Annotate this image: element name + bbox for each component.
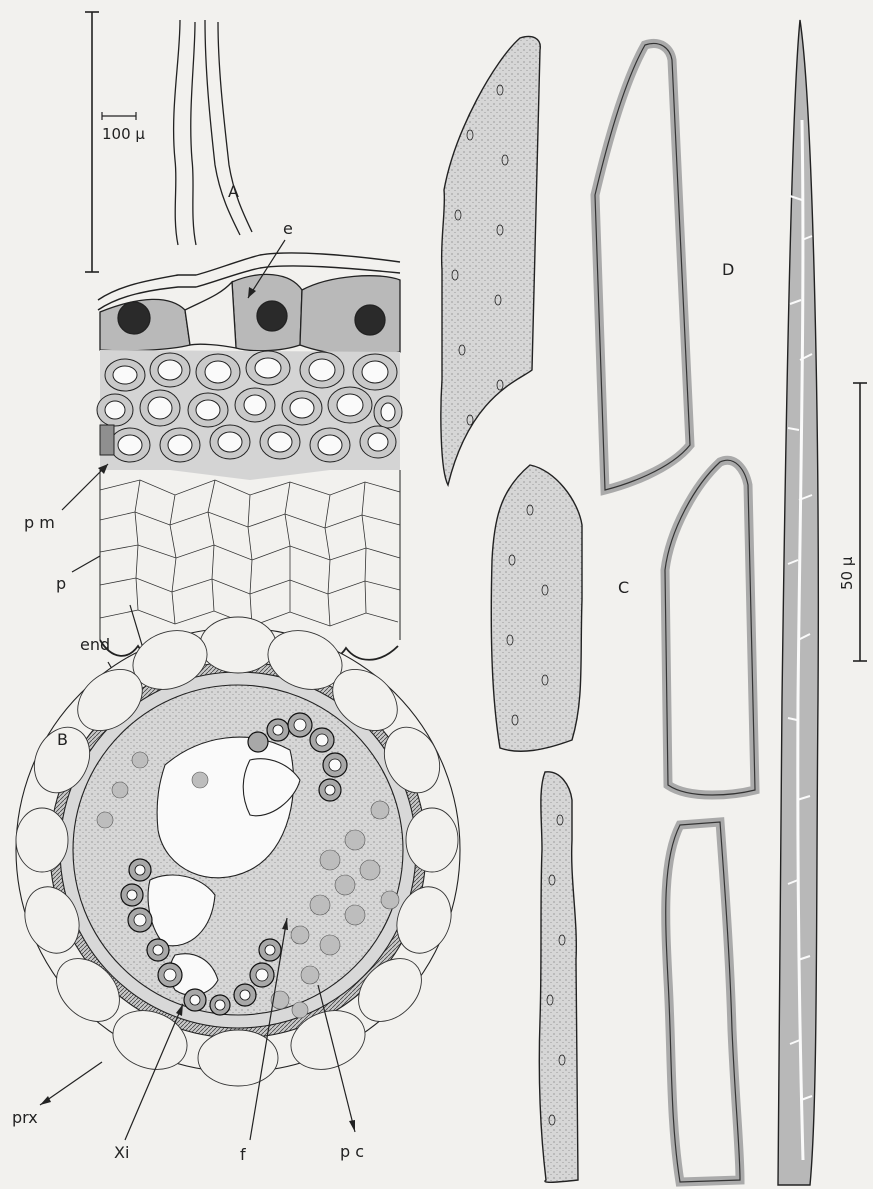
panel-c-fibres — [441, 37, 582, 1183]
scale-bar-large-label: 50 μ — [838, 556, 856, 590]
label-pm: p m — [24, 513, 55, 532]
panel-d-outlines — [595, 43, 755, 1182]
panel-a-parenchyma — [100, 480, 400, 626]
scale-bar-large — [853, 383, 867, 661]
panel-label-a: A — [228, 182, 239, 201]
panel-label-d: D — [722, 260, 734, 279]
label-prx: prx — [12, 1108, 38, 1127]
label-end: end — [80, 635, 110, 654]
label-p: p — [56, 574, 66, 593]
panel-label-c: C — [618, 578, 629, 597]
label-pc: p c — [340, 1142, 364, 1161]
scale-bar-small-label: 100 μ — [102, 125, 145, 143]
label-e: e — [283, 219, 293, 238]
panel-b-drawing — [16, 617, 460, 1086]
pointer-pc-head — [349, 1120, 355, 1132]
label-f: f — [240, 1145, 246, 1164]
label-xi: Xi — [114, 1143, 129, 1162]
long-fibre — [778, 20, 818, 1185]
pointer-prx — [40, 1062, 102, 1105]
pointer-prx-head — [40, 1096, 51, 1105]
panel-a-drawing — [98, 20, 400, 660]
panel-label-b: B — [57, 730, 68, 749]
pointer-p — [72, 556, 100, 572]
